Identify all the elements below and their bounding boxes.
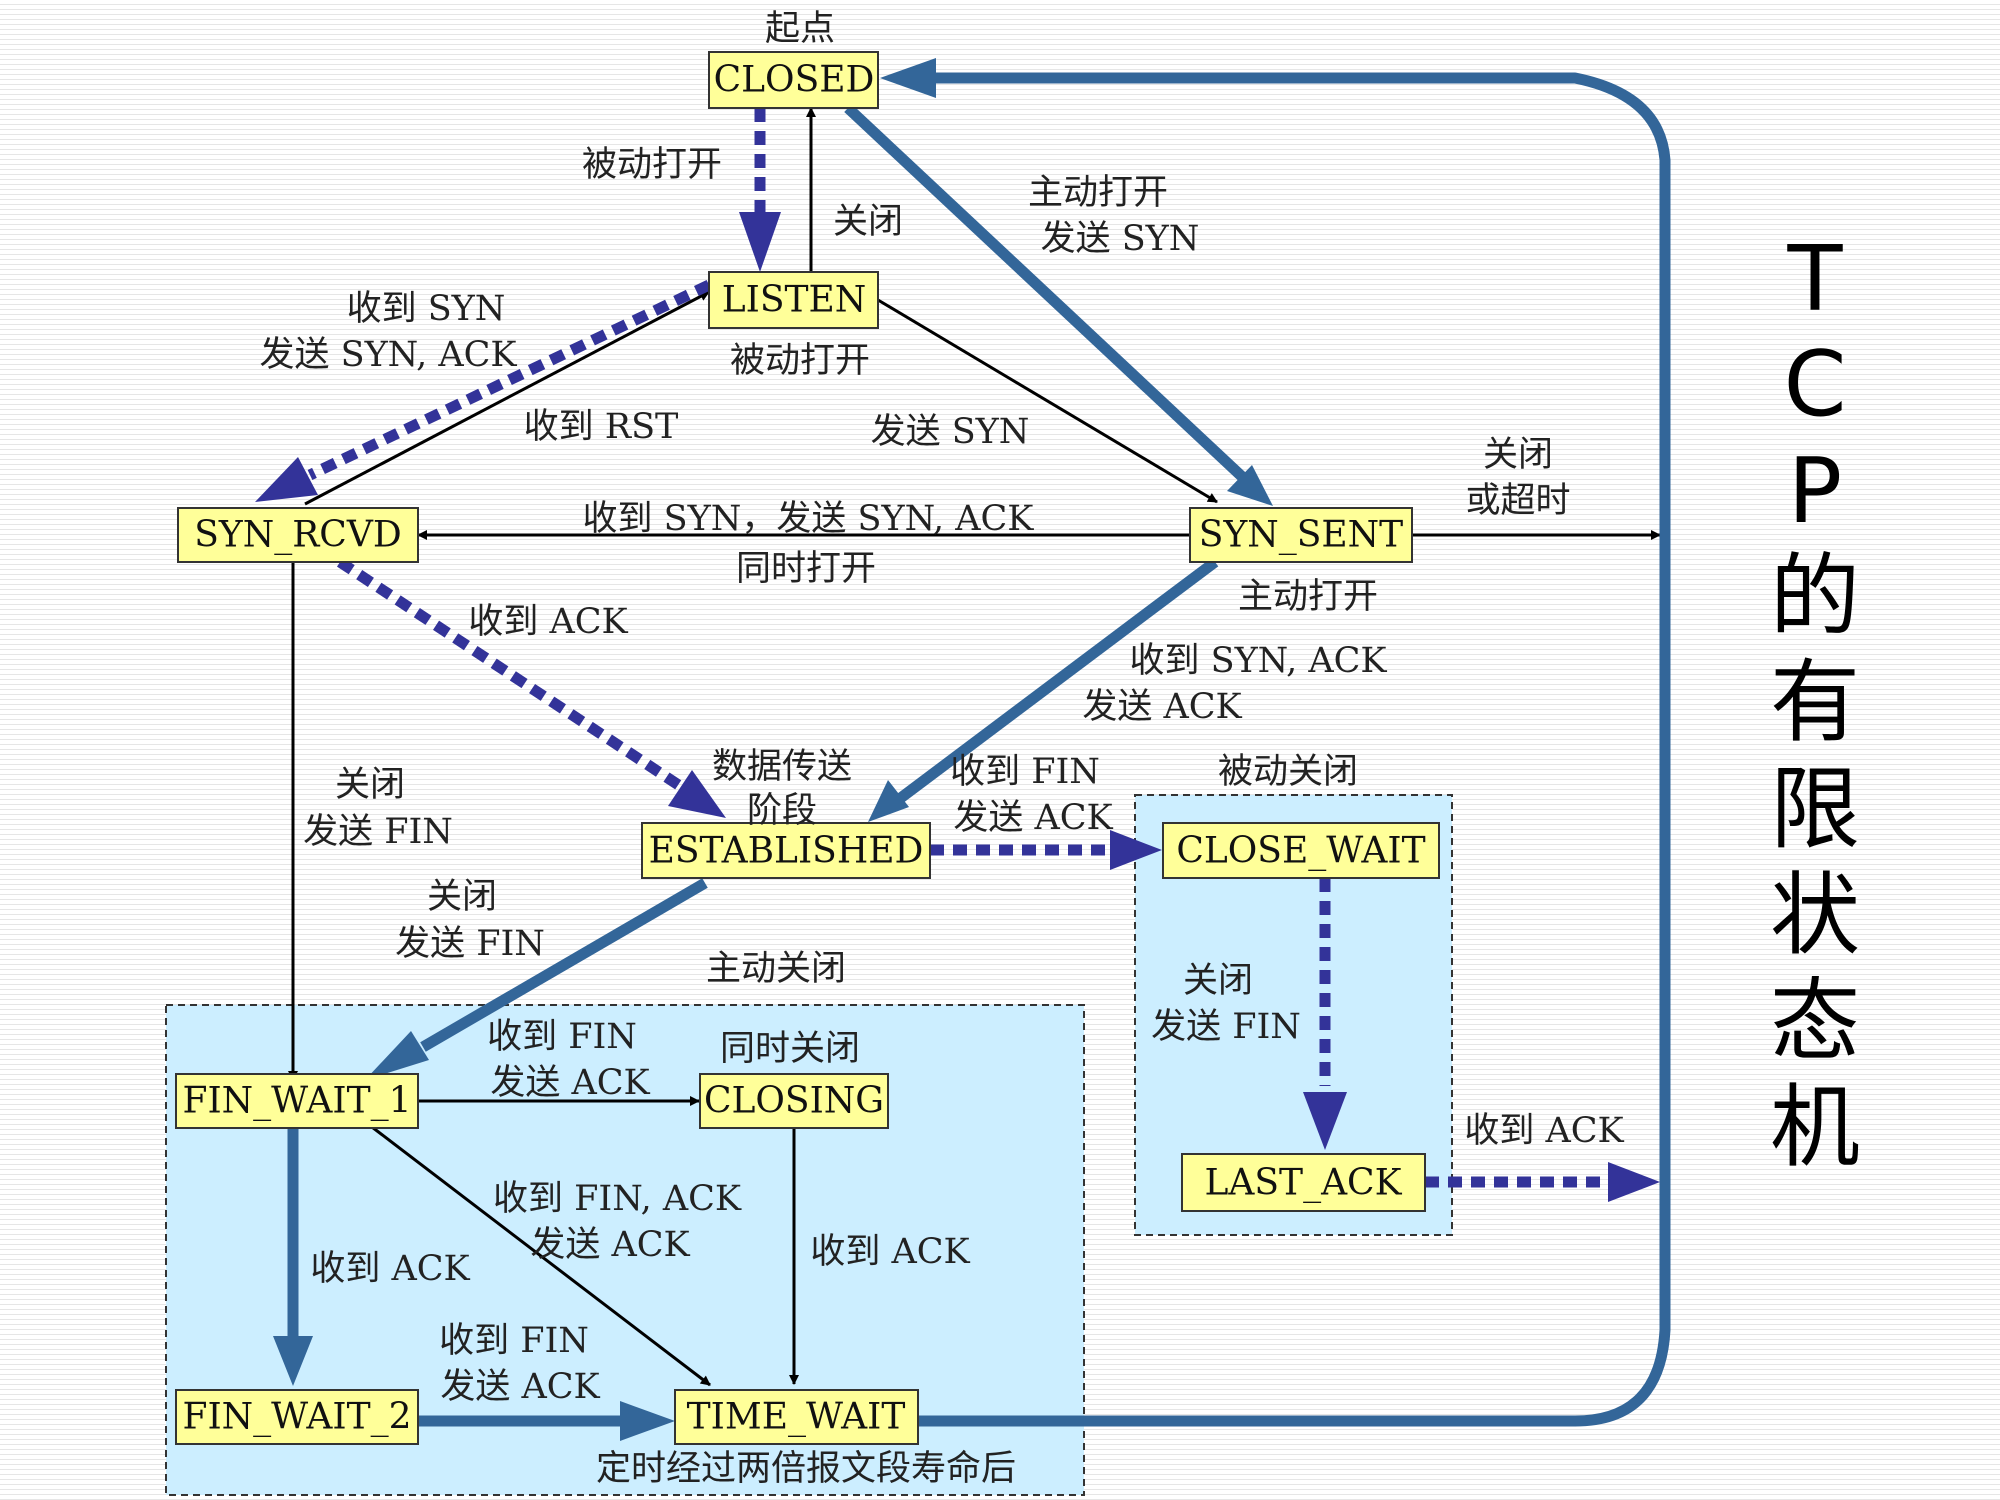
title-char-8: 态 — [1770, 969, 1860, 1074]
label-passive-open-2: 被动打开 — [730, 341, 870, 381]
label-passive-open-1: 被动打开 — [582, 145, 722, 185]
label-recv-fin-3: 收到 FIN — [439, 1321, 589, 1361]
label-send-fin-2: 发送 FIN — [395, 924, 545, 964]
dashed-arrows — [307, 108, 1612, 1188]
label-send-synack: 发送 SYN, ACK — [259, 335, 517, 375]
state-time-wait-label: TIME_WAIT — [687, 1397, 906, 1438]
title-char-1: T — [1787, 227, 1844, 332]
state-closing: CLOSING — [699, 1073, 889, 1129]
title-char-6: 限 — [1770, 757, 1860, 862]
state-fin-wait-2-label: FIN_WAIT_2 — [182, 1397, 411, 1438]
state-syn-rcvd: SYN_RCVD — [177, 507, 419, 563]
title-char-2: C — [1784, 332, 1847, 437]
state-closed-label: CLOSED — [714, 60, 875, 101]
state-listen: LISTEN — [708, 271, 879, 329]
arrow-closed-to-syn-sent — [844, 103, 1256, 491]
title-char-9: 机 — [1770, 1075, 1860, 1180]
label-send-ack-4: 发送 ACK — [530, 1225, 690, 1265]
title-char-5: 有 — [1770, 650, 1860, 755]
label-close-5: 关闭 — [1183, 961, 1253, 1001]
label-close-4: 关闭 — [427, 877, 497, 917]
arrow-listen-to-syn-sent — [877, 298, 1218, 504]
arrow-syn-rcvd-to-listen — [304, 290, 710, 506]
label-send-ack-1: 发送 ACK — [1082, 687, 1242, 727]
label-recv-fin-2: 收到 FIN — [487, 1017, 637, 1057]
dashed-arrowheads — [255, 212, 1660, 1202]
title-char-3: P — [1788, 439, 1842, 544]
vertical-title: T C P 的 有 限 状 态 机 — [1770, 227, 1860, 1180]
state-time-wait: TIME_WAIT — [674, 1389, 919, 1445]
state-last-ack-label: LAST_ACK — [1204, 1163, 1402, 1204]
arrow-listen-to-syn-rcvd — [307, 280, 712, 480]
arrow-fin-wait-1-to-time-wait — [367, 1122, 711, 1387]
arrow-syn-rcvd-to-established — [336, 557, 684, 791]
transition-labels: 起点 被动打开 关闭 主动打开 发送 SYN 收到 SYN 发送 SYN, AC… — [259, 9, 1624, 1489]
state-closing-label: CLOSING — [704, 1081, 884, 1122]
arrow-established-to-fin-wait-1 — [420, 878, 708, 1052]
label-close-2: 关闭 — [1483, 435, 1553, 475]
state-listen-label: LISTEN — [722, 280, 867, 321]
arrow-time-wait-to-closed — [918, 72, 1671, 1427]
state-fin-wait-1-label: FIN_WAIT_1 — [182, 1081, 411, 1122]
label-phase: 阶段 — [747, 791, 817, 831]
label-send-ack-3: 发送 ACK — [490, 1063, 650, 1103]
state-established-label: ESTABLISHED — [649, 831, 924, 872]
state-established: ESTABLISHED — [641, 822, 931, 879]
label-start: 起点 — [765, 9, 835, 49]
thick-arrowheads — [273, 58, 1273, 1441]
state-syn-sent-label: SYN_SENT — [1199, 515, 1403, 556]
label-send-ack-2: 发送 ACK — [953, 798, 1113, 838]
label-recv-ack-2: 收到 ACK — [310, 1249, 470, 1289]
label-recv-ack-3: 收到 ACK — [810, 1232, 970, 1272]
label-active-close: 主动关闭 — [706, 949, 846, 989]
label-send-fin-3: 发送 FIN — [1151, 1007, 1301, 1047]
label-recv-finack: 收到 FIN, ACK — [493, 1179, 742, 1219]
label-send-ack-5: 发送 ACK — [440, 1367, 600, 1407]
label-data-transfer: 数据传送 — [712, 747, 852, 787]
label-close-3: 关闭 — [335, 765, 405, 805]
label-recv-rst: 收到 RST — [524, 407, 679, 447]
label-send-syn-2: 发送 SYN — [871, 412, 1030, 452]
label-recv-synack: 收到 SYN, ACK — [1129, 641, 1387, 681]
state-close-wait-label: CLOSE_WAIT — [1176, 831, 1425, 872]
label-recv-ack-lastack: 收到 ACK — [1464, 1111, 1624, 1151]
label-close-1: 关闭 — [833, 202, 903, 242]
label-recv-syn: 收到 SYN — [347, 289, 506, 329]
label-or-timeout: 或超时 — [1465, 481, 1570, 521]
label-simul-recv-syn: 收到 SYN，发送 SYN, ACK — [583, 499, 1035, 539]
state-syn-sent: SYN_SENT — [1189, 507, 1413, 563]
state-last-ack: LAST_ACK — [1181, 1153, 1426, 1212]
thick-arrows — [287, 72, 1671, 1427]
label-active-open-1: 主动打开 — [1028, 173, 1168, 213]
state-fin-wait-1: FIN_WAIT_1 — [175, 1073, 419, 1129]
state-syn-rcvd-label: SYN_RCVD — [194, 515, 401, 556]
title-char-7: 状 — [1770, 863, 1860, 968]
label-recv-fin-1: 收到 FIN — [950, 752, 1100, 792]
label-active-open-2: 主动打开 — [1238, 577, 1378, 617]
state-fin-wait-2: FIN_WAIT_2 — [175, 1389, 419, 1445]
label-send-fin-1: 发送 FIN — [303, 812, 453, 852]
arrow-syn-sent-to-established — [894, 557, 1219, 805]
label-timer-2msl: 定时经过两倍报文段寿命后 — [596, 1449, 1016, 1489]
label-passive-close: 被动关闭 — [1218, 752, 1358, 792]
label-simul-close: 同时关闭 — [720, 1029, 860, 1069]
label-recv-ack-1: 收到 ACK — [468, 602, 628, 642]
thin-arrows — [288, 107, 1661, 1387]
state-close-wait: CLOSE_WAIT — [1162, 822, 1440, 879]
label-simul-open: 同时打开 — [736, 549, 876, 589]
title-char-4: 的 — [1770, 544, 1860, 649]
state-closed: CLOSED — [708, 51, 879, 109]
label-send-syn-1: 发送 SYN — [1041, 219, 1200, 259]
